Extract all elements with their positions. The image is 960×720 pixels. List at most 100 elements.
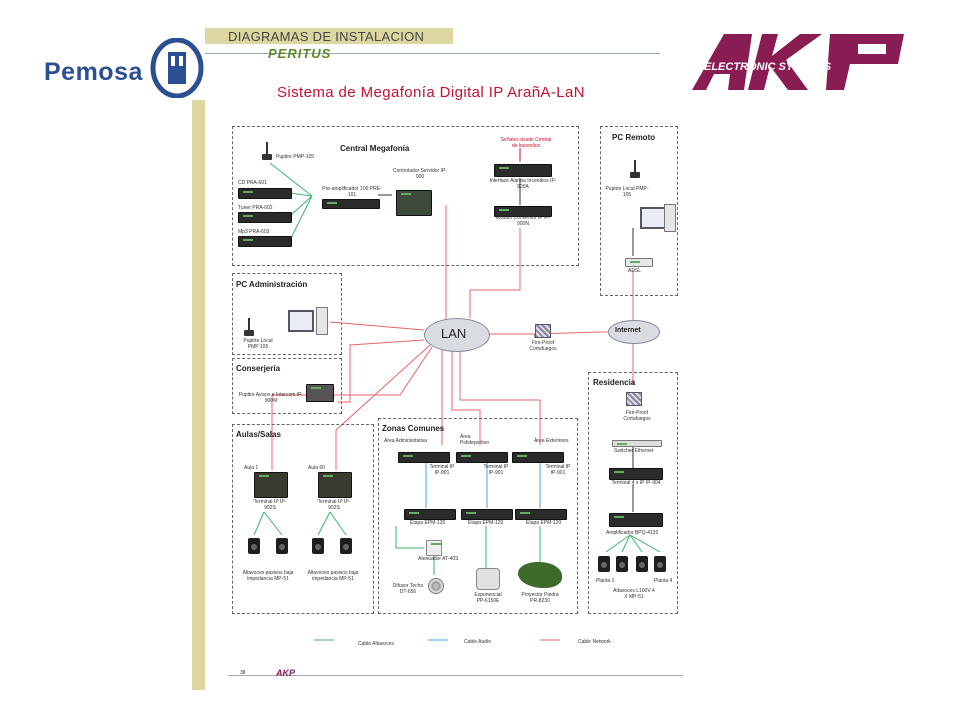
audio-cables bbox=[425, 462, 541, 508]
mp3-label: Mp3 PRA-603 bbox=[238, 229, 270, 235]
zona-terminal-c-device bbox=[512, 452, 564, 463]
planta4-label: Planta 4 bbox=[654, 578, 673, 584]
speaker-cable bbox=[605, 534, 631, 553]
firewall-icon bbox=[535, 324, 551, 338]
header-band bbox=[205, 28, 453, 44]
converter-device bbox=[494, 206, 552, 217]
difusor-techo-icon bbox=[428, 578, 444, 594]
amplifier-label: Amplificador BPQ-4120 bbox=[606, 530, 659, 536]
mp3-device bbox=[238, 236, 292, 247]
cd-player-device bbox=[238, 188, 292, 199]
planta1-label: Planta 1 bbox=[596, 578, 615, 584]
residencia-title: Residencia bbox=[593, 378, 636, 387]
footer-akp-logo: AKP bbox=[276, 668, 296, 678]
akp-logo: ELECTRONIC SYSTEMS bbox=[682, 30, 922, 97]
intercom-device bbox=[306, 384, 334, 402]
residencia-terminal-device bbox=[609, 468, 663, 480]
central-pupitre-label: Pupitre PMP-105 bbox=[276, 154, 315, 160]
zona-terminal-b-device bbox=[456, 452, 508, 463]
area-ext-label: Área Exteriores bbox=[534, 438, 569, 444]
preamp-device bbox=[322, 199, 380, 209]
etapa-c-label: Etapa EPM-120 bbox=[526, 520, 562, 526]
etapa-a-device bbox=[404, 509, 456, 520]
residencia-speaker-3 bbox=[636, 556, 648, 572]
fire-signal-label: Señales desde Central de Incendios bbox=[500, 137, 552, 149]
zonas-title: Zonas Comunes bbox=[382, 424, 445, 433]
network-cable bbox=[459, 348, 541, 445]
zona-terminal-c-label: Terminal IP IP-901 bbox=[545, 464, 571, 476]
admin-pupitre-icon bbox=[244, 318, 254, 336]
remote-title: PC Remoto bbox=[612, 133, 656, 142]
network-cable bbox=[329, 321, 425, 331]
internet-label: Internet bbox=[615, 327, 641, 334]
network-cable bbox=[338, 339, 425, 403]
converter-label: Módulo Conversor IP IP-900N bbox=[495, 215, 551, 227]
header-divider bbox=[205, 53, 660, 54]
residencia-speaker-2 bbox=[616, 556, 628, 572]
pemosa-logo: Pemosa bbox=[44, 58, 143, 87]
speaker-cable bbox=[329, 511, 347, 536]
pemosa-emblem-icon bbox=[150, 38, 204, 98]
network-cable bbox=[451, 350, 481, 445]
exponencial-label: Exponencial PP-6150E bbox=[474, 592, 502, 604]
admin-title: PC Administración bbox=[236, 280, 308, 289]
proyector-label: Proyector Piedra PR-8230 bbox=[521, 592, 559, 604]
pemosa-logo-text: Pemosa bbox=[44, 58, 143, 86]
diagram-title: Sistema de Megafonía Digital IP ArañA-La… bbox=[277, 84, 585, 101]
pc-remoto-box bbox=[600, 126, 678, 296]
etapa-b-label: Etapa EPM-120 bbox=[468, 520, 504, 526]
aula60-terminal-label: Terminal IP IP-902S bbox=[317, 499, 351, 511]
atenuador-device bbox=[426, 540, 442, 556]
network-cable bbox=[469, 228, 521, 318]
speaker-cable bbox=[263, 511, 283, 536]
side-bar bbox=[192, 100, 205, 690]
adsl-device bbox=[625, 258, 653, 267]
legend-network-label: Cable Network bbox=[578, 639, 611, 645]
conserjeria-pupitre-label: Pupitre Avisos e Intercom IP-900M bbox=[238, 392, 304, 404]
exponencial-icon bbox=[476, 568, 500, 590]
cd-label: CD PRA-601 bbox=[238, 180, 267, 186]
speaker-cable bbox=[289, 195, 313, 217]
speaker-cable bbox=[317, 511, 331, 536]
footer-divider bbox=[228, 675, 683, 676]
speaker-cable bbox=[629, 534, 643, 553]
aula1-label: Aula 1 bbox=[244, 465, 259, 471]
zona-terminal-b-label: Terminal IP IP-901 bbox=[483, 464, 509, 476]
residencia-speakers-label: Altavoces L100V 4 X MP-51 bbox=[613, 588, 655, 600]
zona-terminal-a-device bbox=[398, 452, 450, 463]
residencia-speaker-1 bbox=[598, 556, 610, 572]
firewall-label: Fire-Proof Cortafuegos bbox=[529, 340, 557, 352]
page-number: 38 bbox=[240, 670, 246, 676]
area-admin-label: Área Administrativa bbox=[384, 438, 428, 444]
remote-pc-tower bbox=[664, 204, 676, 232]
legend-speaker-label: Cable Altavoces bbox=[358, 641, 394, 647]
aula1-speaker-left bbox=[248, 538, 260, 554]
etapa-a-label: Etapa EPM-120 bbox=[410, 520, 446, 526]
aula1-speakers-label: Altavoces pasivos baja impedancia MP-51 bbox=[242, 570, 294, 582]
conserjeria-title: Conserjería bbox=[236, 364, 281, 373]
residencia-firewall-label: Fire-Proof Cortafuegos bbox=[623, 410, 651, 422]
speaker-cables bbox=[253, 162, 661, 575]
tuner-device bbox=[238, 212, 292, 223]
internal-links bbox=[378, 178, 634, 512]
area-poli-label: Área Polideportivo bbox=[460, 434, 489, 446]
atenuador-label: Atenuador AT-40S bbox=[418, 556, 459, 562]
aula1-terminal-label: Terminal IP IP-902S bbox=[253, 499, 287, 511]
controller-label: Controlador Servidor IP-900 bbox=[393, 168, 447, 180]
aulas-box bbox=[232, 424, 374, 614]
fire-interface-device bbox=[494, 164, 552, 177]
remote-pupitre-label: Pupitre Local PMP-105 bbox=[605, 186, 649, 198]
lan-label: LAN bbox=[441, 326, 467, 341]
etapa-c-device bbox=[515, 509, 567, 520]
switch-device bbox=[612, 440, 662, 447]
aula60-speaker-left bbox=[312, 538, 324, 554]
header-title: DIAGRAMAS DE INSTALACION bbox=[228, 29, 425, 44]
aula1-terminal-device bbox=[254, 472, 288, 498]
aula60-label: Aula 60 bbox=[308, 465, 325, 471]
admin-pc-monitor bbox=[288, 310, 314, 332]
difusor-label: Difusor Techo DT-656 bbox=[392, 583, 424, 595]
preamp-label: Pre-amplificador 100 PRE-101 bbox=[322, 186, 382, 198]
zonas-comunes-box bbox=[378, 418, 578, 614]
tuner-label: Tuner PRA-602 bbox=[238, 205, 273, 211]
